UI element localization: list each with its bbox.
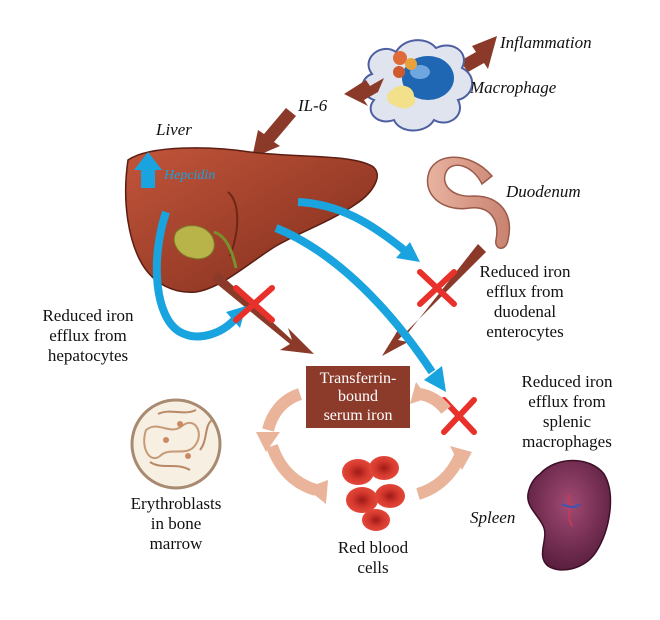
reduced-hepatocytes-line: Reduced iron xyxy=(42,306,134,325)
il6-to-liver-arrow xyxy=(252,108,296,158)
reduced-hepatocytes-text: Reduced iron efflux from hepatocytes xyxy=(28,306,148,366)
red-blood-cells-text: Red blood cells xyxy=(318,538,428,578)
block-cross-duodenal xyxy=(417,269,457,307)
cycle-arrow-spleen-to-serum xyxy=(410,382,451,414)
erythroblasts-text: Erythroblasts in bone marrow xyxy=(116,494,236,554)
erythroblasts-line: in bone xyxy=(150,514,202,534)
macrophage-label: Macrophage xyxy=(470,78,557,97)
inflammation-label: Inflammation xyxy=(500,33,592,52)
red-blood-cells-line: Red blood xyxy=(337,538,409,557)
block-cross-hepatocytes xyxy=(233,285,275,323)
cycle-arrow-rbc-to-spleen xyxy=(416,446,472,500)
duodenum-organ xyxy=(426,156,511,249)
hepcidin-up-arrow xyxy=(134,152,162,188)
transferrin-box xyxy=(306,366,410,428)
reduced-hepatocytes-line: hepatocytes xyxy=(47,346,129,366)
red-blood-cells-image xyxy=(342,456,405,531)
reduced-splenic-line: Reduced iron xyxy=(521,372,613,391)
red-blood-cells-line: cells xyxy=(357,558,389,578)
reduced-duodenal-line: duodenal xyxy=(493,302,557,322)
transferrin-line: serum iron xyxy=(323,406,393,424)
transferrin-line: Transferrin- xyxy=(319,370,397,387)
liver-label: Liver xyxy=(156,120,192,139)
hepcidin-arrow-to-spleen xyxy=(274,224,446,392)
reduced-duodenal-line: enterocytes xyxy=(486,322,564,342)
reduced-duodenal-line: efflux from xyxy=(486,282,564,302)
spleen-label: Spleen xyxy=(470,508,516,527)
macrophage-cell xyxy=(361,39,473,132)
duodenum-label: Duodenum xyxy=(506,182,581,201)
il6-arrow xyxy=(344,78,384,106)
il6-label: IL-6 xyxy=(298,96,328,115)
transferrin-line: bound xyxy=(338,388,378,406)
reduced-duodenal-text: Reduced iron efflux from duodenal entero… xyxy=(462,262,588,342)
reduced-hepatocytes-line: efflux from xyxy=(49,326,127,346)
erythroblasts-line: Erythroblasts xyxy=(130,494,222,513)
duodenum-to-serum-arrow xyxy=(382,244,486,356)
erythroblasts-line: marrow xyxy=(149,534,203,554)
cycle-arrow-erythroblasts-to-rbc xyxy=(266,443,328,504)
reduced-splenic-text: Reduced iron efflux from splenic macroph… xyxy=(504,372,630,452)
bone-marrow-image xyxy=(130,398,222,490)
reduced-splenic-line: macrophages xyxy=(522,432,612,452)
hepcidin-label: Hepcidin xyxy=(164,168,216,183)
reduced-duodenal-line: Reduced iron xyxy=(479,262,571,281)
liver-organ xyxy=(124,147,378,293)
reduced-splenic-line: splenic xyxy=(542,412,592,432)
reduced-splenic-line: efflux from xyxy=(528,392,606,412)
transferrin-text: Transferrin- bound serum iron xyxy=(306,370,410,425)
spleen-organ xyxy=(527,459,612,571)
inflammation-arrow xyxy=(460,36,497,72)
hepcidin-arrow-to-duodenum xyxy=(297,198,420,262)
cycle-arrow-serum-to-erythroblasts xyxy=(256,388,303,452)
